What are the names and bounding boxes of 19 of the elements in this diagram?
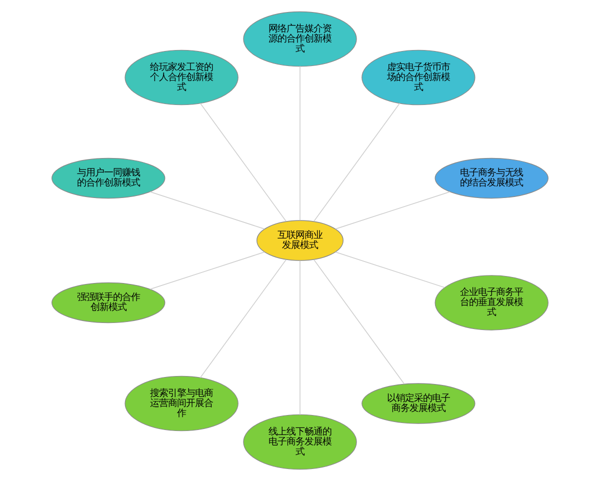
node-ellipse: 强强联手的合作创新模式	[52, 282, 166, 323]
node-ellipse: 以销定采的电子商务发展模式	[362, 382, 476, 424]
node-ellipse: 网络广告媒介资源的合作创新模式	[243, 10, 357, 66]
connector	[335, 251, 446, 288]
connector	[314, 102, 400, 222]
node-ellipse: 与用户一同赚钱的合作创新模式	[52, 157, 166, 198]
connector	[335, 190, 450, 229]
node-ellipse: 线上线下畅通的电子商务发展模式	[243, 414, 357, 470]
connector	[200, 258, 286, 378]
node-ellipse: 搜索引擎与电商运营商间开展合作	[124, 375, 238, 431]
node-ellipse: 电子商务与无线的结合发展模式	[434, 157, 548, 198]
connector	[314, 258, 405, 384]
node-ellipse: 企业电子商务平台的垂直发展模式	[434, 274, 548, 330]
node-ellipse: 给玩家发工资的个人合作创新模式	[124, 49, 238, 105]
connector	[150, 251, 265, 290]
connector	[150, 190, 265, 229]
node-ellipse: 虚实电子货币市场的合作创新模式	[362, 49, 476, 105]
connector	[200, 102, 286, 222]
node-ellipse: 互联网商业发展模式	[256, 220, 344, 260]
